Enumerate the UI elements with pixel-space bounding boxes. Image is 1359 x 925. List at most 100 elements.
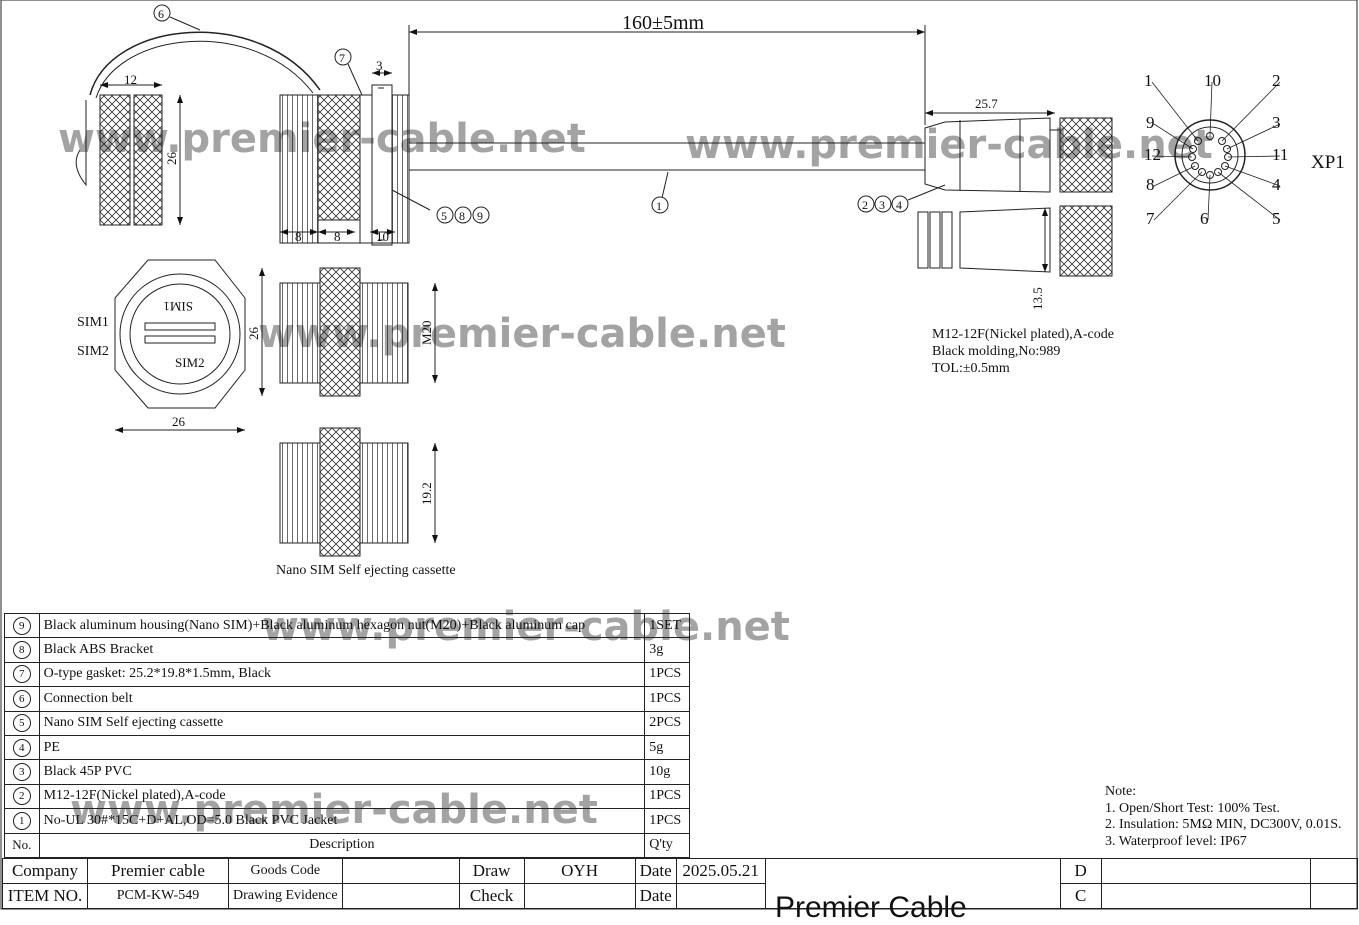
pin-leader — [1224, 165, 1281, 187]
date-label: Date — [634, 858, 677, 884]
bom-header-qty: Q'ty — [644, 832, 690, 858]
pin-label: 7 — [1146, 209, 1155, 228]
connector-label: XP1 — [1311, 152, 1345, 173]
pin-label: 6 — [1200, 209, 1209, 228]
company-banner: Premier Cable — [775, 891, 967, 924]
bom-row-no: 4 — [4, 734, 40, 761]
dim-3: 3 — [376, 58, 383, 73]
bom-row-no: 1 — [4, 808, 40, 834]
cap-drawing: 12 26 6 — [75, 4, 321, 226]
pin-hole — [1223, 145, 1231, 153]
date-value: 2025.05.21 — [675, 858, 766, 884]
callout-3: 3 — [879, 198, 885, 212]
dim-26-cap: 26 — [164, 152, 179, 166]
bom-row-qty: 1PCS — [644, 686, 690, 712]
dim-13-5: 13.5 — [1030, 287, 1045, 310]
pin-label: 10 — [1204, 71, 1221, 90]
pin-label: 1 — [1144, 71, 1153, 90]
company-banner-cell — [764, 858, 1061, 909]
company-value: Premier cable — [87, 858, 229, 884]
dim-12: 12 — [124, 72, 137, 87]
pin-leader — [1226, 123, 1281, 150]
dim-25-7: 25.7 — [975, 96, 998, 111]
connector-description: M12-12F(Nickel plated),A-code Black mold… — [932, 326, 1114, 377]
pin-leader — [1153, 171, 1203, 221]
watermark-2: www.premier-cable.net — [685, 122, 1213, 168]
sim-hex-view: SIM1 SIM2 SIM1 SIM2 26 — [77, 259, 246, 433]
callout-4: 4 — [896, 198, 902, 212]
pin-hole — [1214, 168, 1222, 176]
bom-row-qty: 1PCS — [644, 783, 690, 810]
rev-c-extra — [1309, 883, 1359, 909]
pin-leader — [1151, 81, 1199, 142]
pin-label: 8 — [1146, 175, 1155, 194]
bom-row-desc: M12-12F(Nickel plated),A-code — [38, 783, 646, 810]
pin-leader — [1153, 123, 1194, 150]
pin-hole — [1189, 145, 1197, 153]
rev-d-extra — [1309, 858, 1359, 884]
callout-8: 8 — [459, 209, 465, 223]
callout-6: 6 — [158, 7, 164, 21]
bom-row-desc: Black aluminum housing(Nano SIM)+Black a… — [38, 612, 646, 639]
callout-2: 2 — [862, 198, 868, 212]
pin-leader — [1151, 155, 1193, 158]
bom-row-qty: 2PCS — [644, 710, 690, 736]
pin-leader — [1209, 81, 1213, 137]
drawing-evidence-value — [341, 883, 460, 909]
rev-c: C — [1059, 883, 1102, 909]
bom-row-desc: Connection belt — [38, 686, 646, 712]
callout-5: 5 — [441, 209, 447, 223]
title-block: Company Premier cable Goods Code Draw OY… — [2, 858, 1359, 909]
housing-side-view: 8 8 10 3 7 5 8 9 — [279, 48, 490, 246]
overall-length-dim: 160±5mm — [622, 12, 705, 34]
item-no-label: ITEM NO. — [2, 883, 88, 909]
notes-title: Note: — [1105, 784, 1137, 799]
check-value — [523, 883, 636, 909]
pin-leader — [1217, 171, 1281, 221]
note-item: 3. Waterproof level: IP67 — [1105, 833, 1247, 849]
dim-26-hex: 26 — [172, 414, 186, 429]
connector-desc-line: Black molding,No:989 — [932, 344, 1061, 359]
item-no-value: PCM-KW-549 — [87, 883, 229, 909]
bom-row-qty: 1PCS — [644, 661, 690, 688]
sim2-label: SIM2 — [77, 344, 109, 359]
pin-leader — [1207, 174, 1211, 221]
bom-row-desc: No-UL 30#*15C+D+AL,OD=5.0 Black PVC Jack… — [38, 808, 646, 834]
bom-row-desc: Black 45P PVC — [38, 759, 646, 785]
company-label: Company — [2, 858, 88, 884]
bom-row-desc: O-type gasket: 25.2*19.8*1.5mm, Black — [38, 661, 646, 688]
draw-value: OYH — [523, 858, 636, 884]
pin-hole — [1191, 162, 1199, 170]
connector-desc-line: TOL:±0.5mm — [932, 361, 1010, 376]
sim2-face-label: SIM2 — [175, 355, 205, 370]
pin-label: 3 — [1272, 113, 1281, 132]
rev-c-value — [1100, 883, 1311, 909]
m12-connector: 25.7 2 3 4 13.5 — [857, 96, 1113, 310]
bom-row-no: 6 — [4, 686, 40, 712]
notes: Note: 1. Open/Short Test: 100% Test. 2. … — [1105, 784, 1342, 850]
callout-7: 7 — [339, 51, 345, 65]
bom-row-desc: Black ABS Bracket — [38, 637, 646, 663]
date-value-2 — [675, 883, 766, 909]
connector-desc-line: M12-12F(Nickel plated),A-code — [932, 327, 1114, 342]
dim-26-profile: 26 — [246, 327, 261, 341]
draw-label: Draw — [458, 858, 525, 884]
note-item: 1. Open/Short Test: 100% Test. — [1105, 800, 1280, 816]
cable: 160±5mm 1 — [408, 12, 926, 214]
pin-label: 5 — [1272, 209, 1281, 228]
rev-d-value — [1100, 858, 1311, 884]
pin-hole — [1194, 137, 1202, 145]
bom-row-qty: 5g — [644, 734, 690, 761]
pin-hole — [1198, 168, 1206, 176]
goods-code-value — [341, 858, 460, 884]
dim-m20: M20 — [419, 320, 434, 345]
dim-19-2: 19.2 — [419, 482, 434, 505]
